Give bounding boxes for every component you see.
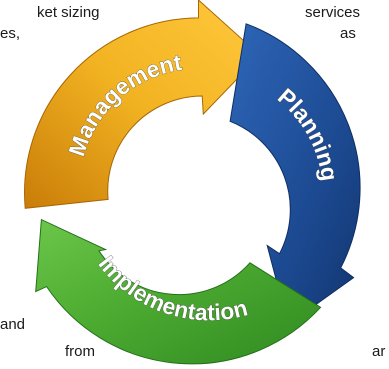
text-fragment-bottom-right: ar [372, 343, 386, 360]
text-fragment-top-left-1: ket sizing [37, 4, 100, 21]
implementation-arrow [35, 218, 322, 365]
text-fragment-bottom-left-1: and [0, 316, 26, 333]
text-fragment-bottom-left-2: from [65, 343, 95, 360]
text-fragment-top-right-1: services [305, 4, 361, 21]
management-arrow [24, 0, 261, 209]
text-fragment-top-right-2: as [340, 25, 356, 42]
text-fragment-top-left-2: es, [0, 25, 21, 42]
planning-arrow [229, 23, 361, 326]
